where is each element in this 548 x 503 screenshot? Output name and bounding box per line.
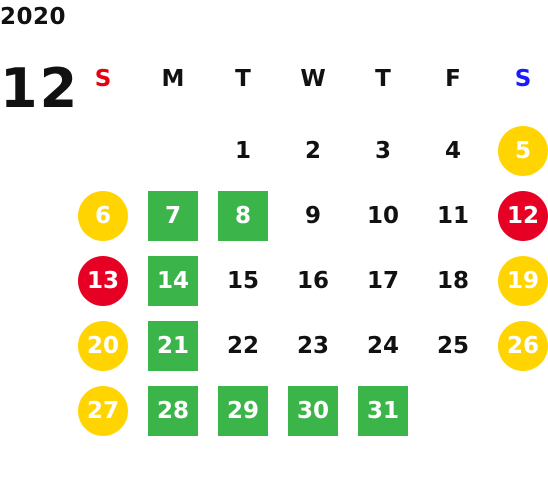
- weekday-label: M: [161, 66, 185, 92]
- day-cell-11[interactable]: 11: [436, 203, 469, 229]
- day-cell-12[interactable]: 12: [498, 191, 548, 241]
- day-cell-19[interactable]: 19: [498, 256, 548, 306]
- day-cell-30[interactable]: 30: [288, 386, 338, 436]
- day-cell-17[interactable]: 17: [366, 268, 399, 294]
- day-cell-9[interactable]: 9: [304, 203, 321, 229]
- day-cell-20[interactable]: 20: [78, 321, 128, 371]
- day-cell-2[interactable]: 2: [304, 138, 321, 164]
- year-label: 2020: [0, 4, 67, 30]
- weekday-label: S: [514, 66, 532, 92]
- day-cell-27[interactable]: 27: [78, 386, 128, 436]
- day-cell-25[interactable]: 25: [436, 333, 469, 359]
- day-cell-15[interactable]: 15: [226, 268, 259, 294]
- weekday-label: F: [445, 66, 461, 92]
- day-cell-22[interactable]: 22: [226, 333, 259, 359]
- day-cell-1[interactable]: 1: [234, 138, 251, 164]
- day-cell-7[interactable]: 7: [148, 191, 198, 241]
- day-cell-26[interactable]: 26: [498, 321, 548, 371]
- day-cell-5[interactable]: 5: [498, 126, 548, 176]
- weekday-label: S: [94, 66, 112, 92]
- day-cell-10[interactable]: 10: [366, 203, 399, 229]
- day-cell-23[interactable]: 23: [296, 333, 329, 359]
- day-cell-28[interactable]: 28: [148, 386, 198, 436]
- weekday-label: T: [375, 66, 391, 92]
- day-cell-13[interactable]: 13: [78, 256, 128, 306]
- weekday-label: T: [235, 66, 251, 92]
- day-cell-3[interactable]: 3: [374, 138, 391, 164]
- day-cell-16[interactable]: 16: [296, 268, 329, 294]
- day-cell-18[interactable]: 18: [436, 268, 469, 294]
- day-cell-8[interactable]: 8: [218, 191, 268, 241]
- day-cell-4[interactable]: 4: [444, 138, 461, 164]
- day-cell-24[interactable]: 24: [366, 333, 399, 359]
- day-cell-14[interactable]: 14: [148, 256, 198, 306]
- day-cell-31[interactable]: 31: [358, 386, 408, 436]
- day-cell-6[interactable]: 6: [78, 191, 128, 241]
- day-cell-21[interactable]: 21: [148, 321, 198, 371]
- month-label: 12: [0, 57, 80, 120]
- weekday-label: W: [300, 66, 326, 92]
- day-cell-29[interactable]: 29: [218, 386, 268, 436]
